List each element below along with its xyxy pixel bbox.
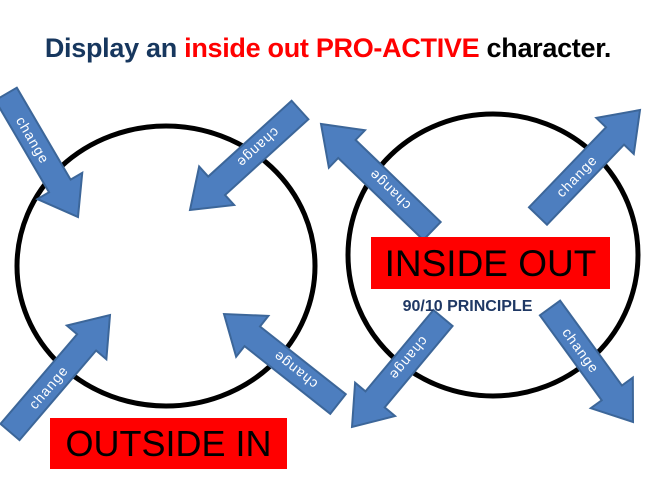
inside-out-arrow-top-left-shape [319,122,443,242]
outside-in-arrow-top-right-shape [188,99,310,212]
title-segment-display-an: Display an [44,33,185,63]
outside-in-arrow-bottom-right: change [222,312,348,416]
outside-in-banner: OUTSIDE IN [50,418,287,469]
inside-out-arrow-bottom-left: change [350,308,455,429]
inside-out-arrow-bottom-right-shape [538,299,635,424]
inside-out-arrow-top-right: change [527,108,642,227]
slide-title: Display an inside out PRO-ACTIVE charact… [0,33,656,64]
outside-in-arrow-bottom-right-shape [222,312,348,416]
inside-out-arrow-top-right-shape [527,108,642,227]
outside-in-arrow-top-left: change [0,86,84,219]
outside-in-arrow-top-left-shape [0,86,84,219]
title-segment-inside-out-proactive: inside out PRO-ACTIVE [184,33,480,63]
inside-out-circle [345,111,641,399]
outside-in-arrow-top-right: change [188,99,310,212]
principle-label: 90/10 PRINCIPLE [402,298,533,315]
inside-out-banner: INSIDE OUT [371,237,610,289]
outside-in-circle [14,123,318,409]
inside-out-arrow-bottom-left-shape [350,308,455,429]
title-segment-character: character. [479,33,612,63]
outside-in-arrow-bottom-left-shape [0,313,112,442]
